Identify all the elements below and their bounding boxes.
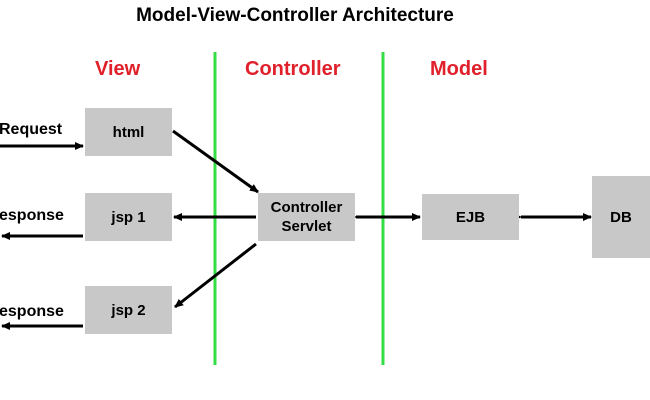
ejb-box: EJB (422, 194, 519, 240)
controller-servlet-box: Controller Servlet (258, 193, 355, 241)
html-box-label: html (112, 123, 145, 141)
controller-to-jsp2-arrow (174, 242, 257, 309)
controller-box-line2: Servlet (281, 218, 332, 235)
response-label-1: esponse (0, 207, 64, 224)
layer-heading-controller: Controller (245, 58, 341, 80)
ejb-box-label: EJB (455, 208, 486, 226)
db-box: DB (592, 176, 650, 258)
layer-heading-model: Model (430, 58, 488, 80)
jsp2-box: jsp 2 (85, 286, 172, 334)
db-box-label: DB (610, 208, 632, 226)
html-box: html (85, 108, 172, 156)
diagram-title: Model-View-Controller Architecture (136, 5, 454, 26)
jsp1-box-label: jsp 1 (111, 208, 146, 226)
layer-heading-view: View (95, 58, 141, 80)
jsp1-box: jsp 1 (85, 193, 172, 241)
html-to-controller-arrow (172, 129, 259, 194)
response-label-2: esponse (0, 303, 64, 320)
request-label: Request (0, 121, 63, 138)
jsp2-box-label: jsp 2 (111, 301, 146, 319)
bottom-border (0, 394, 650, 400)
controller-box-line1: Controller (270, 199, 343, 216)
